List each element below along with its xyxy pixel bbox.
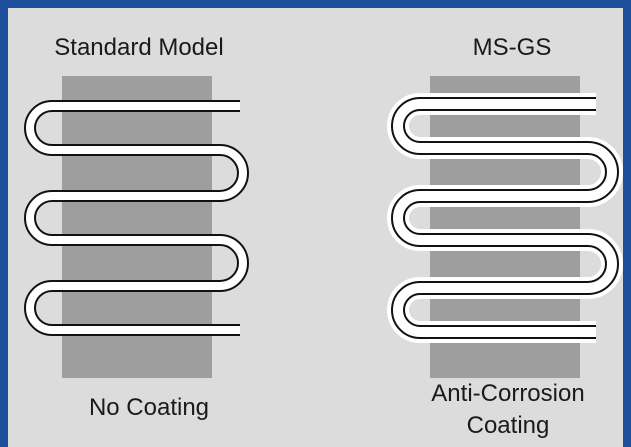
no-coating-caption: No Coating [88, 394, 210, 421]
standard-model-title: Standard Model [54, 34, 224, 61]
anti-corrosion-caption-line1: Anti-Corrosion [431, 380, 585, 407]
ms-gs-title: MS-GS [472, 34, 552, 61]
coil-comparison-illustration [8, 76, 623, 378]
anti-corrosion-caption-line2: Coating [466, 412, 550, 439]
anti-corrosion-caption: Anti-Corrosion Coating [388, 378, 628, 442]
diagram-panel: Standard Model MS-GS No Coating Anti-Cor… [8, 8, 623, 447]
